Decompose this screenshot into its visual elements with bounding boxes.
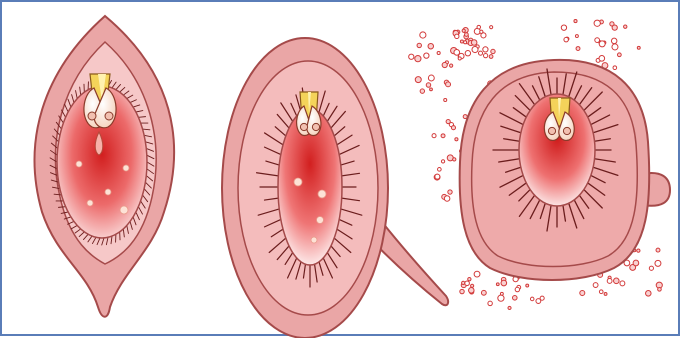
granule [491, 49, 495, 53]
granule [508, 306, 511, 309]
granule [426, 83, 430, 87]
granule [462, 281, 465, 284]
granule [496, 283, 499, 286]
granule [460, 289, 464, 293]
granule [515, 287, 519, 291]
granule [474, 271, 480, 277]
granule [614, 278, 620, 284]
granule [432, 134, 436, 138]
granule [409, 54, 414, 59]
granule [658, 287, 662, 291]
granule [469, 288, 475, 294]
granule [446, 82, 451, 87]
granule [460, 40, 463, 43]
granule [451, 126, 455, 130]
granule [574, 20, 577, 23]
granule [415, 56, 421, 62]
granule [480, 30, 483, 33]
granule [478, 51, 482, 55]
granule [448, 190, 452, 194]
middle-specimen [222, 38, 448, 338]
granule [441, 160, 444, 163]
granule [428, 75, 434, 81]
granule [561, 25, 566, 30]
granule [435, 174, 440, 179]
granule [599, 41, 605, 47]
granule [465, 51, 470, 56]
granule [637, 249, 640, 252]
granule [656, 248, 660, 252]
left-specimen [35, 16, 175, 317]
granule [490, 26, 493, 29]
granule [446, 119, 450, 123]
granule [471, 40, 477, 46]
granule [617, 53, 621, 57]
granule [655, 260, 661, 266]
granule [458, 57, 461, 60]
granule [512, 296, 517, 301]
granule [417, 43, 421, 47]
granule [576, 47, 580, 51]
granule [488, 301, 492, 305]
granule [430, 88, 433, 91]
granule [464, 41, 467, 44]
granule [633, 260, 639, 266]
granule [646, 291, 652, 297]
granule [483, 47, 488, 52]
granule [424, 53, 429, 58]
granule [530, 297, 534, 301]
granule [575, 35, 578, 38]
granule [612, 44, 618, 50]
granule [471, 284, 474, 287]
granule [540, 296, 544, 300]
granule [455, 34, 459, 38]
granule [604, 293, 607, 296]
granule [442, 62, 447, 67]
granule [612, 25, 617, 30]
granule [415, 77, 421, 83]
granule [462, 29, 465, 32]
granule [624, 25, 627, 28]
granule [483, 53, 487, 57]
granule [580, 291, 585, 296]
granule [593, 283, 598, 288]
granule [501, 280, 507, 286]
middle-embryo-pair [297, 92, 321, 135]
granule [428, 43, 433, 48]
granule [500, 292, 503, 295]
granule [526, 284, 529, 287]
granule [453, 158, 456, 161]
right-specimen [409, 20, 670, 310]
granule [637, 46, 640, 49]
granule [564, 37, 568, 41]
granule [438, 168, 442, 172]
granule [468, 278, 471, 281]
granule [620, 281, 625, 286]
granule [455, 138, 458, 141]
granule [594, 20, 600, 26]
granule [444, 99, 447, 102]
granule [454, 49, 460, 55]
granule [420, 89, 424, 93]
granule [437, 51, 440, 54]
granule [465, 281, 470, 286]
granule [450, 64, 453, 67]
granule [441, 134, 445, 138]
granule [444, 196, 450, 202]
granule [481, 290, 486, 295]
granule [595, 38, 600, 43]
granule [477, 25, 481, 29]
granule [611, 38, 617, 44]
granule [599, 56, 605, 62]
granule [472, 47, 478, 53]
granule [599, 290, 603, 294]
granule [489, 55, 493, 59]
granule [649, 266, 653, 270]
granule [607, 279, 612, 284]
granule [420, 32, 426, 38]
granule [498, 295, 504, 301]
granule [613, 66, 617, 70]
